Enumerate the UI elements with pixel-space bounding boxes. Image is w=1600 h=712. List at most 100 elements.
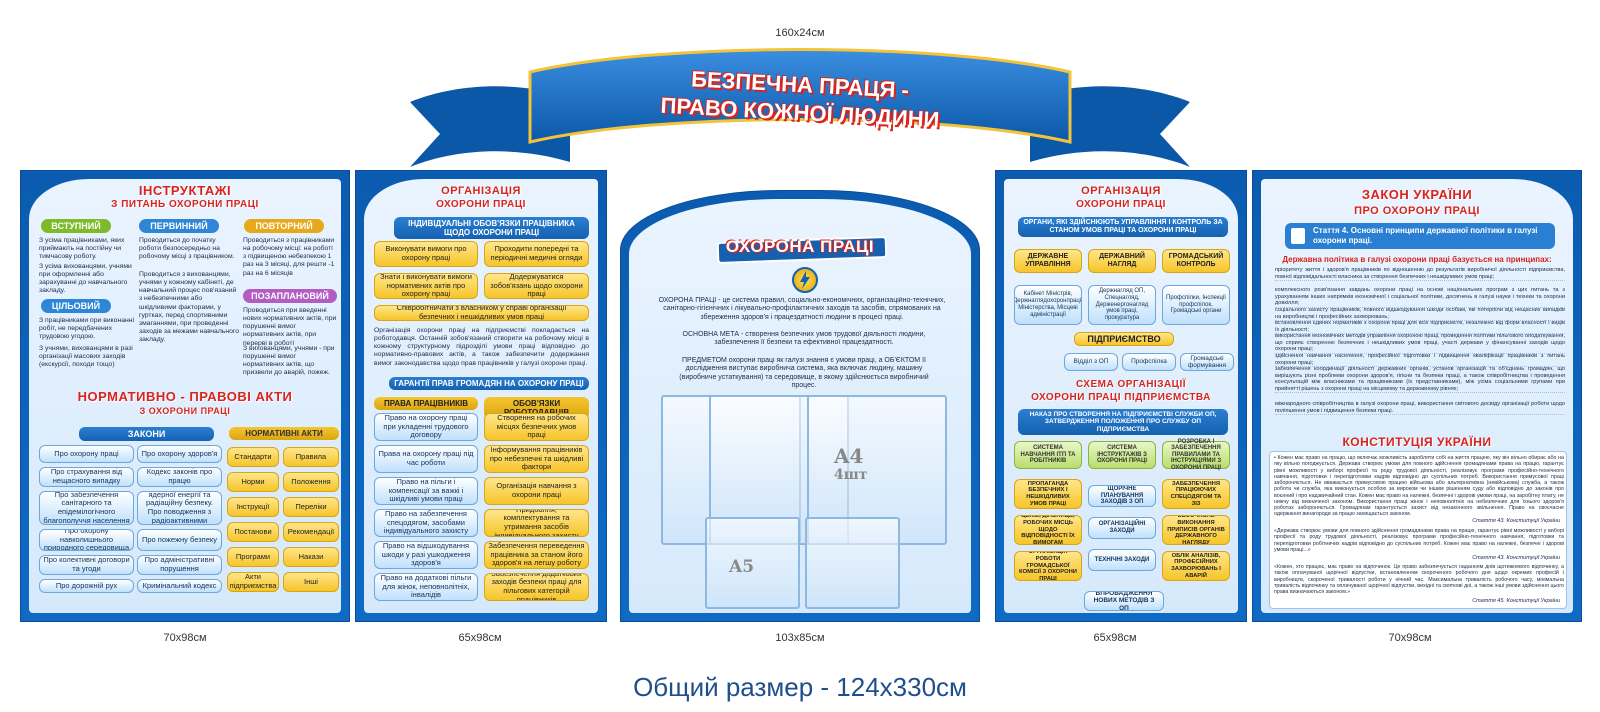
p2-subtitle: ОХОРОНИ ПРАЦІ bbox=[436, 199, 526, 210]
lightning-emblem-icon bbox=[792, 267, 818, 293]
scheme-system-box: СИСТЕМА ІНСТРУКТАЖІВ З ОХОРОНИ ПРАЦІ bbox=[1088, 441, 1156, 469]
tab-primary: ПЕРВИННИЙ bbox=[139, 219, 219, 233]
principle-item: міжнародного співробітництва в галузі ох… bbox=[1275, 401, 1565, 416]
a5-pocket-2 bbox=[805, 517, 900, 609]
act-item: Правила bbox=[283, 447, 339, 467]
tab-introductory: ВСТУПНИЙ bbox=[41, 219, 111, 233]
p1-subtitle-acts: З ОХОРОНИ ПРАЦІ bbox=[139, 406, 231, 416]
employer-obligation-item: Інформування працівників про небезпечні … bbox=[484, 445, 589, 473]
law-item: Кримінальний кодекс bbox=[137, 579, 222, 593]
dim-panel-5: 70x98см bbox=[1388, 632, 1432, 644]
act-item: Інструкції bbox=[227, 497, 279, 517]
tab-repeated: ПОВТОРНИЙ bbox=[244, 219, 324, 233]
act-item: Інші bbox=[283, 572, 339, 592]
p1-text-5: Проводиться з працівниками на робочому м… bbox=[243, 237, 335, 277]
rights-header: ПРАВА ПРАЦІВНИКІВ bbox=[374, 397, 478, 411]
article-box: Стаття 4. Основні принципи державної пол… bbox=[1285, 223, 1555, 249]
scheme-middle-item: ЩОРІЧНЕ ПЛАНУВАННЯ ЗАХОДІВ З ОП bbox=[1088, 485, 1156, 507]
duty-item: Виконувати вимоги про охорону праці bbox=[374, 241, 478, 267]
act-item: Стандарти bbox=[227, 447, 279, 467]
law-item: Про охорону праці bbox=[39, 445, 134, 463]
p4-scheme-title: СХЕМА ОРГАНІЗАЦІЇ bbox=[1075, 379, 1187, 390]
a5-pocket-1 bbox=[705, 517, 800, 609]
law-item: Про дорожній рух bbox=[39, 579, 134, 593]
law-item: Кодекс законів про працю bbox=[137, 467, 222, 487]
p1-title: ІНСТРУКТАЖІ bbox=[138, 183, 232, 198]
new-methods-box: ВПРОВАДЖЕННЯ НОВИХ МЕТОДІВ З ОП bbox=[1084, 591, 1164, 611]
a5-label: A5 bbox=[729, 557, 755, 577]
control-body-members: Держнагляд ОП, Спецнагляд, Держенергонаг… bbox=[1088, 285, 1156, 325]
p1-title-acts: НОРМАТИВНО - ПРАВОВІ АКТИ bbox=[77, 389, 293, 404]
principle-item: пріоритету життя і здоров'я працівників … bbox=[1275, 267, 1565, 282]
scheme-right-item: ЗАБЕЗПЕЧЕННЯ ПРАЦЮЮЧИХ СПЕЦОДЯГОМ ТА ЗІЗ bbox=[1162, 479, 1230, 509]
scheme-left-item: ПРОПАГАНДА БЕЗПЕЧНИХ І НЕШКІДЛИВИХ УМОВ … bbox=[1014, 479, 1082, 509]
center-para-1: ОХОРОНА ПРАЦІ - це система правил, соціа… bbox=[658, 297, 946, 321]
enterprise-unit: Відділ з ОП bbox=[1064, 353, 1118, 371]
act-item: Переліки bbox=[283, 497, 339, 517]
employer-obligation-item: Організація навчання з охорони праці bbox=[484, 477, 589, 505]
act-item: Норми bbox=[227, 472, 279, 492]
enterprise-box: ПІДПРИЄМСТВО bbox=[1074, 332, 1174, 346]
panel-instructions: ІНСТРУКТАЖІ З ПИТАНЬ ОХОРОНИ ПРАЦІ ВСТУП… bbox=[20, 170, 350, 622]
dim-panel-3: 103x85см bbox=[775, 632, 825, 644]
p1-text-1: З усіма працівниками, яких приймають на … bbox=[39, 237, 125, 261]
p4-subtitle: ОХОРОНИ ПРАЦІ bbox=[1076, 199, 1166, 210]
worker-right-item: Право на відшкодування шкоди у разі ушко… bbox=[374, 541, 478, 569]
control-body-head: ДЕРЖАВНИЙ НАГЛЯД bbox=[1088, 249, 1156, 273]
law-item: Про охорону навколишнього природного сер… bbox=[39, 529, 134, 551]
duty-item: Додержуватися зобов'язань щодо охорони п… bbox=[484, 273, 589, 299]
act-item: Накази bbox=[283, 547, 339, 567]
law-item: Про забезпечення санітарного та епідеміл… bbox=[39, 491, 134, 525]
duty-item: Проходити попередні та періодичні медичн… bbox=[484, 241, 589, 267]
dim-panel-1: 70x98см bbox=[163, 632, 207, 644]
act-item: Рекомендації bbox=[283, 522, 339, 542]
enterprise-unit: Профспілка bbox=[1122, 353, 1176, 371]
control-body-members: Кабінет Міністрів, Держнаглядохоронпраці… bbox=[1014, 285, 1082, 325]
constitution-box: • Кожен має право на працю, що включає м… bbox=[1269, 451, 1567, 609]
scheme-right-item: ОБЛІК АНАЛІЗІВ, ПРОФЕСІЙНИХ ЗАХВОРЮВАНЬ … bbox=[1162, 551, 1230, 581]
scheme-middle-item: ТЕХНІЧНІ ЗАХОДИ bbox=[1088, 549, 1156, 571]
law-item: Про використання ядерної енергії та раді… bbox=[137, 491, 222, 525]
panel-law: ЗАКОН УКРАЇНИ ПРО ОХОРОНУ ПРАЦІ Стаття 4… bbox=[1252, 170, 1582, 622]
p4-scheme-subtitle: ОХОРОНИ ПРАЦІ ПІДПРИЄМСТВА bbox=[1031, 392, 1211, 403]
p1-text-6: З працівниками при виконанні робіт, не п… bbox=[39, 317, 134, 341]
scheme-right-item: СВОЄЧАСНЕ ВИКОНАННЯ ПРИПИСІВ ОРГАНІВ ДЕР… bbox=[1162, 515, 1230, 545]
law-item: Про колективні договори та угоди bbox=[39, 555, 134, 575]
constitution-ref-2: Стаття 43. Конституції України bbox=[1472, 555, 1560, 561]
document-icon bbox=[1291, 228, 1305, 244]
principle-item: встановлення єдиних нормативів з охорони… bbox=[1275, 320, 1565, 335]
worker-right-item: Права на охорону праці під час роботи bbox=[374, 445, 478, 473]
p1-subtitle: З ПИТАНЬ ОХОРОНИ ПРАЦІ bbox=[111, 199, 259, 210]
p1-text-8: Проводиться при введенні нових нормативн… bbox=[243, 307, 337, 347]
principle-item: забезпечення координації діяльності держ… bbox=[1275, 366, 1565, 394]
p2-paragraph: Організація охорони праці на підприємств… bbox=[374, 327, 589, 367]
p4-title: ОРГАНІЗАЦІЯ bbox=[1081, 185, 1161, 197]
article-text: Стаття 4. Основні принципи державної пол… bbox=[1313, 226, 1538, 245]
principle-item: використання економічних методів управлі… bbox=[1275, 333, 1565, 354]
employer-obligation-item: Придбання, комплектування та утримання з… bbox=[484, 509, 589, 537]
worker-right-item: Право на додаткові пільги для жінок, неп… bbox=[374, 573, 478, 601]
law-item: Про пожежну безпеку bbox=[137, 529, 222, 551]
law-item: Про охорону здоров'я bbox=[137, 445, 222, 463]
panel-labor-protection: ОХОРОНА ПРАЦІ ОХОРОНА ПРАЦІ - це система… bbox=[620, 190, 980, 622]
duty-item: Знати і виконувати вимоги нормативних ак… bbox=[374, 273, 478, 299]
constitution-ref-1: Стаття 43. Конституції України bbox=[1472, 518, 1560, 524]
worker-right-item: Право на охорону праці при укладенні тру… bbox=[374, 413, 478, 441]
law-item: Про адміністративні порушення bbox=[137, 555, 222, 575]
constitution-article-43: • Кожен має право на працю, що включає м… bbox=[1274, 455, 1564, 518]
p5-subtitle: ПРО ОХОРОНУ ПРАЦІ bbox=[1354, 205, 1480, 217]
employer-obligation-item: Створення на робочих місцях безпечних ум… bbox=[484, 413, 589, 441]
control-body-head: ДЕРЖАВНЕ УПРАВЛІННЯ bbox=[1014, 249, 1082, 273]
law-item: Про страхування від нещасного випадку bbox=[39, 467, 134, 487]
p1-text-9: З вихованцями, учнями - при порушенні ви… bbox=[243, 345, 335, 377]
center-title: ОХОРОНА ПРАЦІ bbox=[725, 237, 875, 256]
duty-cooperate: Співробітничати з власником у справі орг… bbox=[374, 305, 589, 321]
p2-bar-duties: ІНДИВІДУАЛЬНІ ОБОВ'ЯЗКИ ПРАЦІВНИКА ЩОДО … bbox=[394, 217, 589, 240]
scheme-system-box: СИСТЕМА НАВЧАННЯ ІТП ТА РОБІТНИКІВ bbox=[1014, 441, 1082, 469]
acts-header: НОРМАТИВНІ АКТИ bbox=[229, 427, 339, 441]
dim-panel-2: 65x98см bbox=[458, 632, 502, 644]
tab-unscheduled: ПОЗАПЛАНОВИЙ bbox=[243, 289, 337, 303]
panel-organization-scheme: ОРГАНІЗАЦІЯ ОХОРОНИ ПРАЦІ ОРГАНИ, ЯКІ ЗД… bbox=[995, 170, 1247, 622]
total-size: Общий размер - 124x330см bbox=[633, 672, 967, 702]
